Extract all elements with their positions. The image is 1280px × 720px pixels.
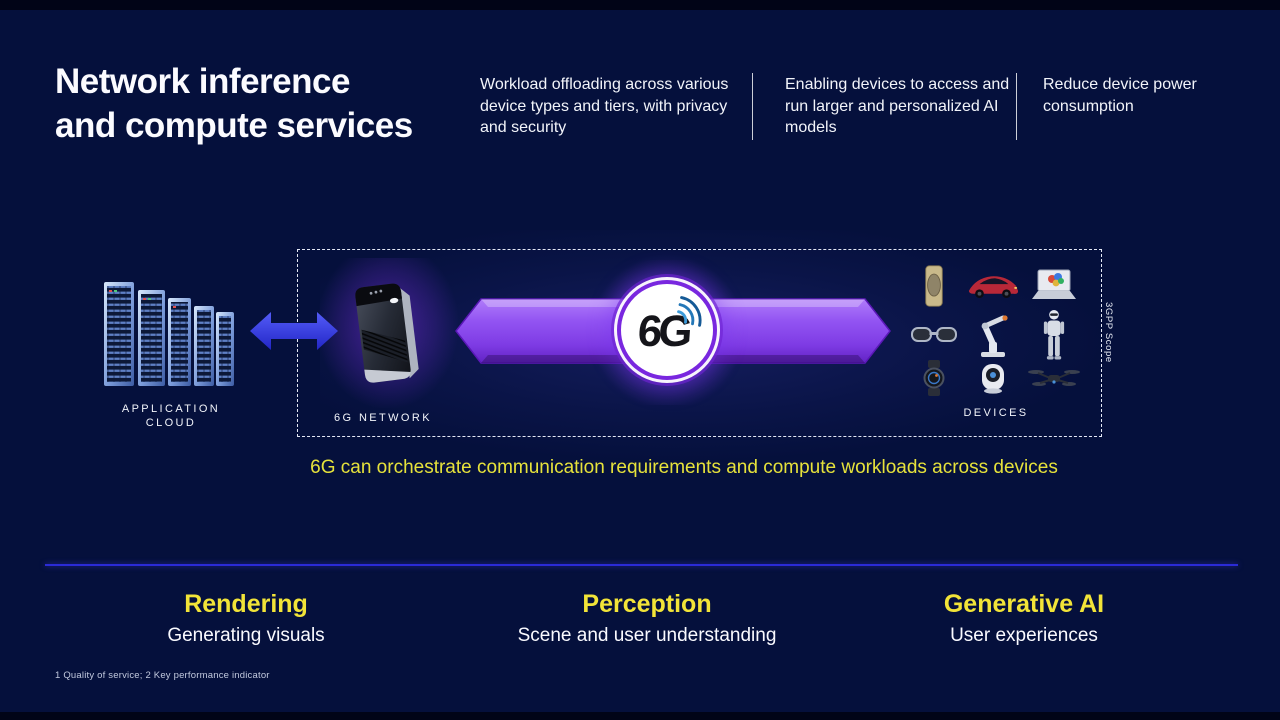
capability-perception: Perception Scene and user understanding <box>471 590 823 647</box>
application-cloud-label-line2: CLOUD <box>145 417 197 429</box>
capability-generative-ai: Generative AI User experiences <box>870 590 1178 647</box>
smart-glasses-icon <box>911 327 957 342</box>
section-divider <box>45 564 1238 566</box>
capability-subtitle: User experiences <box>950 625 1098 646</box>
capability-title: Rendering <box>184 590 308 618</box>
6g-network-label: 6G NETWORK <box>334 412 432 424</box>
home-camera-icon <box>982 364 1004 394</box>
page-title: Network inference and compute services <box>55 60 485 148</box>
laptop-icon <box>1032 269 1076 299</box>
footnote: 1 Quality of service; 2 Key performance … <box>55 670 270 681</box>
robot-arm-icon <box>981 315 1008 357</box>
6g-network-device-icon <box>355 283 419 383</box>
smart-speaker-icon <box>925 265 943 307</box>
highlight-larger-models: Enabling devices to access and run large… <box>785 76 1010 136</box>
capability-subtitle: Generating visuals <box>167 625 325 646</box>
3gpp-scope-dashed-box <box>297 249 1102 437</box>
capability-title: Perception <box>582 590 712 618</box>
capability-subtitle: Scene and user understanding <box>517 625 777 646</box>
signal-waves-icon <box>677 296 702 327</box>
highlight-power-consumption: Reduce device power consumption <box>1043 76 1197 115</box>
highlight-divider <box>1016 73 1017 140</box>
car-icon <box>968 276 1019 299</box>
humanoid-robot-icon <box>1043 309 1065 360</box>
server-racks-icon <box>104 282 234 386</box>
page-title-line2: and compute services <box>55 106 413 145</box>
page-title-line1: Network inference <box>55 62 350 101</box>
diagram-caption: 6G can orchestrate communication require… <box>310 457 1058 478</box>
highlight-workload-offloading: Workload offloading across various devic… <box>480 76 729 136</box>
devices-label: DEVICES <box>963 407 1029 419</box>
6g-logo: 6G <box>617 280 717 380</box>
drone-icon <box>1028 370 1080 386</box>
highlight-divider <box>752 73 753 140</box>
capability-title: Generative AI <box>943 590 1105 618</box>
devices-grid <box>910 261 1080 401</box>
bidirectional-arrow-icon <box>250 312 338 350</box>
3gpp-scope-label: 3GPP Scope <box>1103 302 1114 363</box>
application-cloud-label-line1: APPLICATION <box>121 403 221 415</box>
capability-rendering: Rendering Generating visuals <box>96 590 396 647</box>
bottom-edge-bar <box>0 712 1280 720</box>
smartwatch-icon <box>923 360 945 396</box>
top-edge-bar <box>0 0 1280 10</box>
application-cloud-label: APPLICATION CLOUD <box>100 402 242 430</box>
